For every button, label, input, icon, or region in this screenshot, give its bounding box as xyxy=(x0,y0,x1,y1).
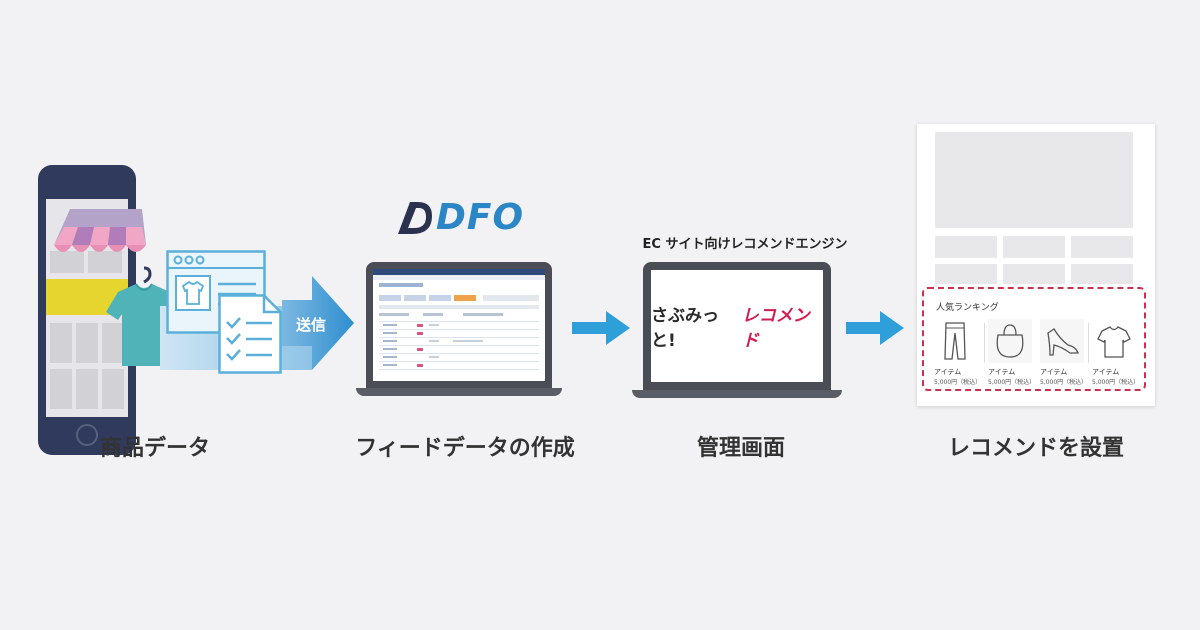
phone-home-button xyxy=(76,424,98,446)
checklist-document-icon xyxy=(218,294,282,374)
ranking-item-2-label: アイテム xyxy=(988,368,1016,376)
pants-icon xyxy=(944,322,966,360)
page-hero-placeholder xyxy=(935,132,1133,228)
laptop-admin-base xyxy=(632,390,842,398)
ranking-item-2-price: 5,000円（税込） xyxy=(988,379,1036,386)
ranking-title: 人気ランキング xyxy=(936,303,999,313)
send-label: 送信 xyxy=(296,316,327,334)
product-card-icon xyxy=(166,250,266,334)
ranking-item-3 xyxy=(1040,319,1084,363)
ranking-item-4-label: アイテム xyxy=(1092,368,1120,376)
ranking-item-2 xyxy=(988,319,1032,363)
send-arrow-icon xyxy=(282,276,354,370)
ranking-item-3-price: 5,000円（税込） xyxy=(1040,379,1088,386)
laptop-admin: さぶみっと! レコメンド xyxy=(643,262,831,390)
shop-awning-icon xyxy=(54,209,146,252)
admin-screen: さぶみっと! レコメンド xyxy=(651,270,823,382)
tshirt-icon xyxy=(1097,326,1131,358)
product-logo-part2: レコメンド xyxy=(741,306,810,351)
dfo-logo-mark-icon xyxy=(398,201,432,234)
laptop-dfo-base xyxy=(356,388,562,396)
product-logo-part1: さぶみっと! xyxy=(651,306,719,351)
ranking-item-3-label: アイテム xyxy=(1040,368,1068,376)
heel-shoe-icon xyxy=(1047,328,1079,356)
engine-label: EC サイト向けレコメンドエンジン xyxy=(642,237,848,252)
ranking-item-1-price: 5,000円（税込） xyxy=(934,379,982,386)
caption-install-recommend: レコメンドを設置 xyxy=(947,436,1124,461)
dfo-dashboard-screen xyxy=(373,269,545,381)
caption-admin-screen: 管理画面 xyxy=(696,436,785,461)
caption-feed-data-creation: フィードデータの作成 xyxy=(355,436,575,461)
ranking-widget: 人気ランキング アイテム 5,000円（税込） アイテム 5,000円（税込） … xyxy=(922,287,1146,391)
flow-arrow-icon xyxy=(572,311,630,345)
ranking-item-4-price: 5,000円（税込） xyxy=(1092,379,1140,386)
ranking-item-4 xyxy=(1092,319,1136,363)
flow-arrow-icon xyxy=(846,311,904,345)
ranking-item-1 xyxy=(934,319,978,363)
ranking-item-1-label: アイテム xyxy=(934,368,962,376)
bag-icon xyxy=(996,324,1024,358)
dfo-logo-text: DFO xyxy=(436,197,525,238)
laptop-dfo xyxy=(366,262,552,388)
dfo-logo: DFO xyxy=(396,197,524,238)
caption-product-data: 商品データ xyxy=(99,436,210,461)
